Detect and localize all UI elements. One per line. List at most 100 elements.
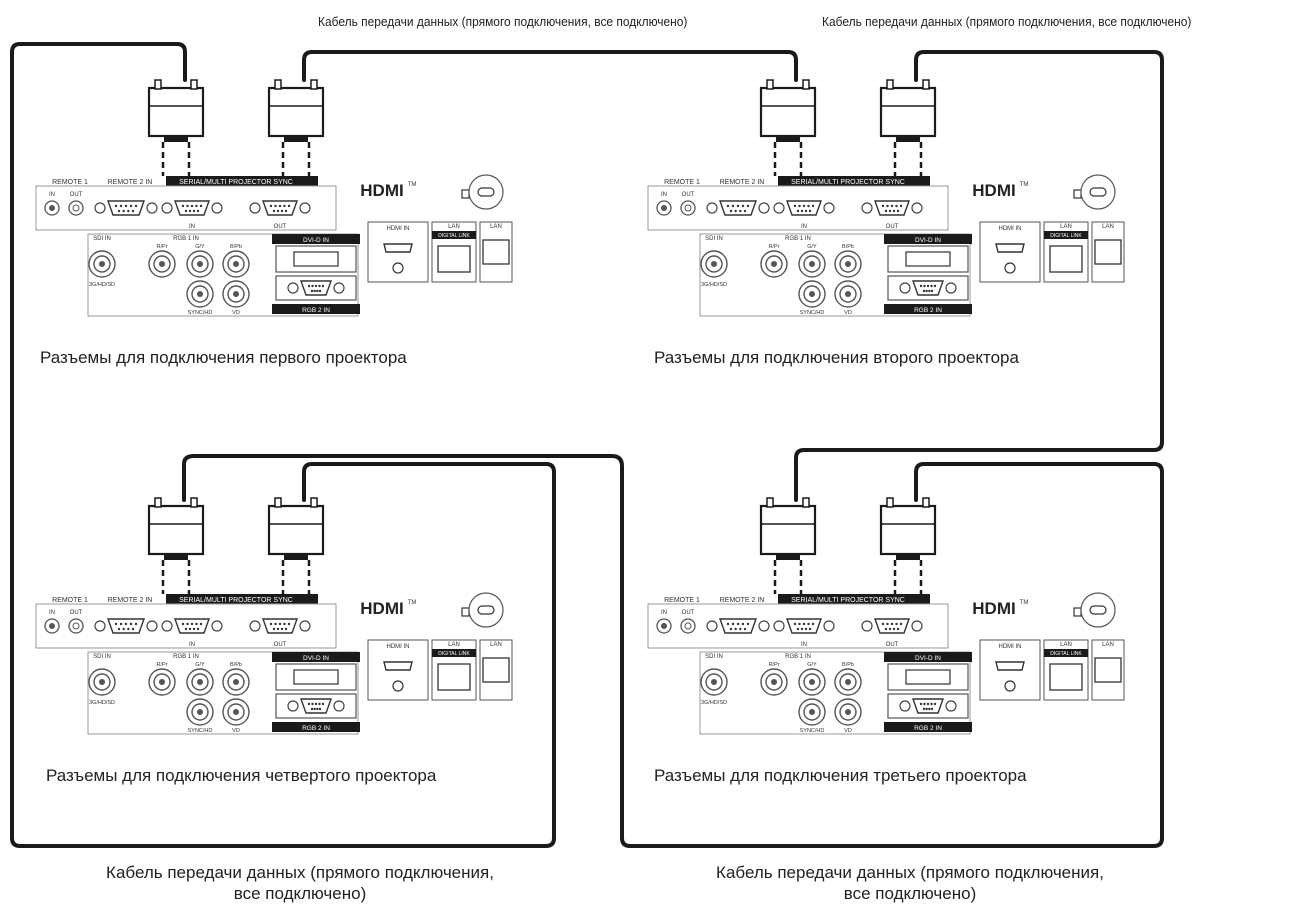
bnc-pin [99,261,105,267]
dsub-shell [262,618,298,634]
dsub-shell [786,618,822,634]
dsub-pin [314,702,318,706]
cable-plug-body [147,86,205,138]
dsub-screw-right [823,202,835,214]
dsub-screw-right [299,202,311,214]
dsub-pin [316,707,319,711]
serial-header-end [306,176,318,186]
cable-plug-body [879,86,937,138]
dsub-pin [272,209,276,213]
remote1-in-jack-core [661,205,667,211]
dsub-pin [922,289,926,293]
dsub-pin [729,209,733,213]
label-serial-out: OUT [274,642,287,648]
dsub-screw-right [823,620,835,632]
dsub-pin [313,289,316,293]
cable-plug-screw [310,79,318,90]
label-bpb: B/Pb [230,244,242,250]
label-rpr: R/Pr [157,662,168,668]
dsub-pin [269,204,273,208]
label-digital-link: DIGITAL LINK [438,233,470,239]
label-remote1: REMOTE 1 [52,179,88,186]
dsub-pin [899,622,903,626]
serial-header-bar [166,594,306,604]
dsub-pin [881,622,885,626]
label-sdi: SDI IN [705,236,723,242]
label-remote2: REMOTE 2 IN [720,597,765,604]
label-lan: LAN [490,642,502,648]
bnc-pin [197,709,203,715]
label-remote-in: IN [49,192,55,198]
bnc-pin [197,291,203,297]
bnc-pin [809,679,815,685]
hdmi-screw [392,680,404,692]
cable-label-bottom-left-line2: все подключено) [233,884,367,903]
cable-plug-screw [274,79,282,90]
cable-label-top-right: Кабель передачи данных (прямого подключе… [822,14,1192,29]
dsub-screw-left [161,202,173,214]
dsub-pin [739,627,742,631]
dsub-pin [122,209,125,213]
label-remote-out: OUT [682,192,695,198]
dsub-screw-right [211,620,223,632]
caption-third-projector: Разъемы для подключения третьего проекто… [654,766,1027,785]
caption-second-projector: Разъемы для подключения второго проектор… [654,348,1019,367]
label-lan-dl: LAN [1060,642,1072,648]
serial-header-bar [778,594,918,604]
dsub-pin [741,204,745,208]
dsub-shell [719,618,757,634]
dsub-pin [731,622,735,626]
label-sync: SYNC/HD [800,728,825,734]
cable-plug-body [759,86,817,138]
dsub-pin [184,627,188,631]
dsub-screw-left [773,202,785,214]
dsub-pin [283,622,286,626]
bnc-pin [809,291,815,297]
dvi-socket [905,251,951,267]
dsub-pin [127,209,130,213]
dsub-pin [284,209,288,213]
dsub-pin [731,204,735,208]
remote1-in-jack-core [49,623,55,629]
dsub-pin [114,204,118,208]
dsub-pin [804,209,808,213]
hdmi-tm: TM [408,182,417,188]
label-vd: VD [844,728,852,734]
dvi-socket [293,251,339,267]
dsub-pin [930,289,934,293]
dsub-pin [119,204,123,208]
cable-p3-to-p4 [182,454,1164,848]
remote1-out-jack-core [72,622,80,630]
lan-port [1094,657,1122,683]
dsub-pin [131,209,135,213]
dsub-shell [719,200,757,216]
dsub-pin [134,622,138,626]
label-digital-link: DIGITAL LINK [1050,651,1082,657]
label-rgb1: RGB 1 IN [785,654,811,660]
cable-plug-screw [886,79,894,90]
dsub-pin [321,702,325,706]
dsub-screw-right [333,282,345,294]
security-slot-opening [1089,605,1107,615]
dsub-pin [311,702,314,706]
dsub-pin [192,209,196,213]
dsub-screw-right [333,700,345,712]
dsub-pin [280,627,284,631]
digital-link-port [1049,245,1083,273]
label-dvid: DVI-D IN [915,237,941,244]
dsub-screw-left [706,202,718,214]
dsub-pin [926,702,930,706]
dsub-pin [287,622,291,626]
bnc-pin [771,679,777,685]
hdmi-tm: TM [408,600,417,606]
bnc-pin [233,261,239,267]
dsub-pin [186,204,189,208]
dsub-pin [739,209,742,213]
security-slot-opening [477,187,495,197]
hdmi-screw [392,262,404,274]
cable-plug-neck [284,554,308,560]
label-remote-in: IN [49,610,55,616]
dsub-pin [919,702,923,706]
